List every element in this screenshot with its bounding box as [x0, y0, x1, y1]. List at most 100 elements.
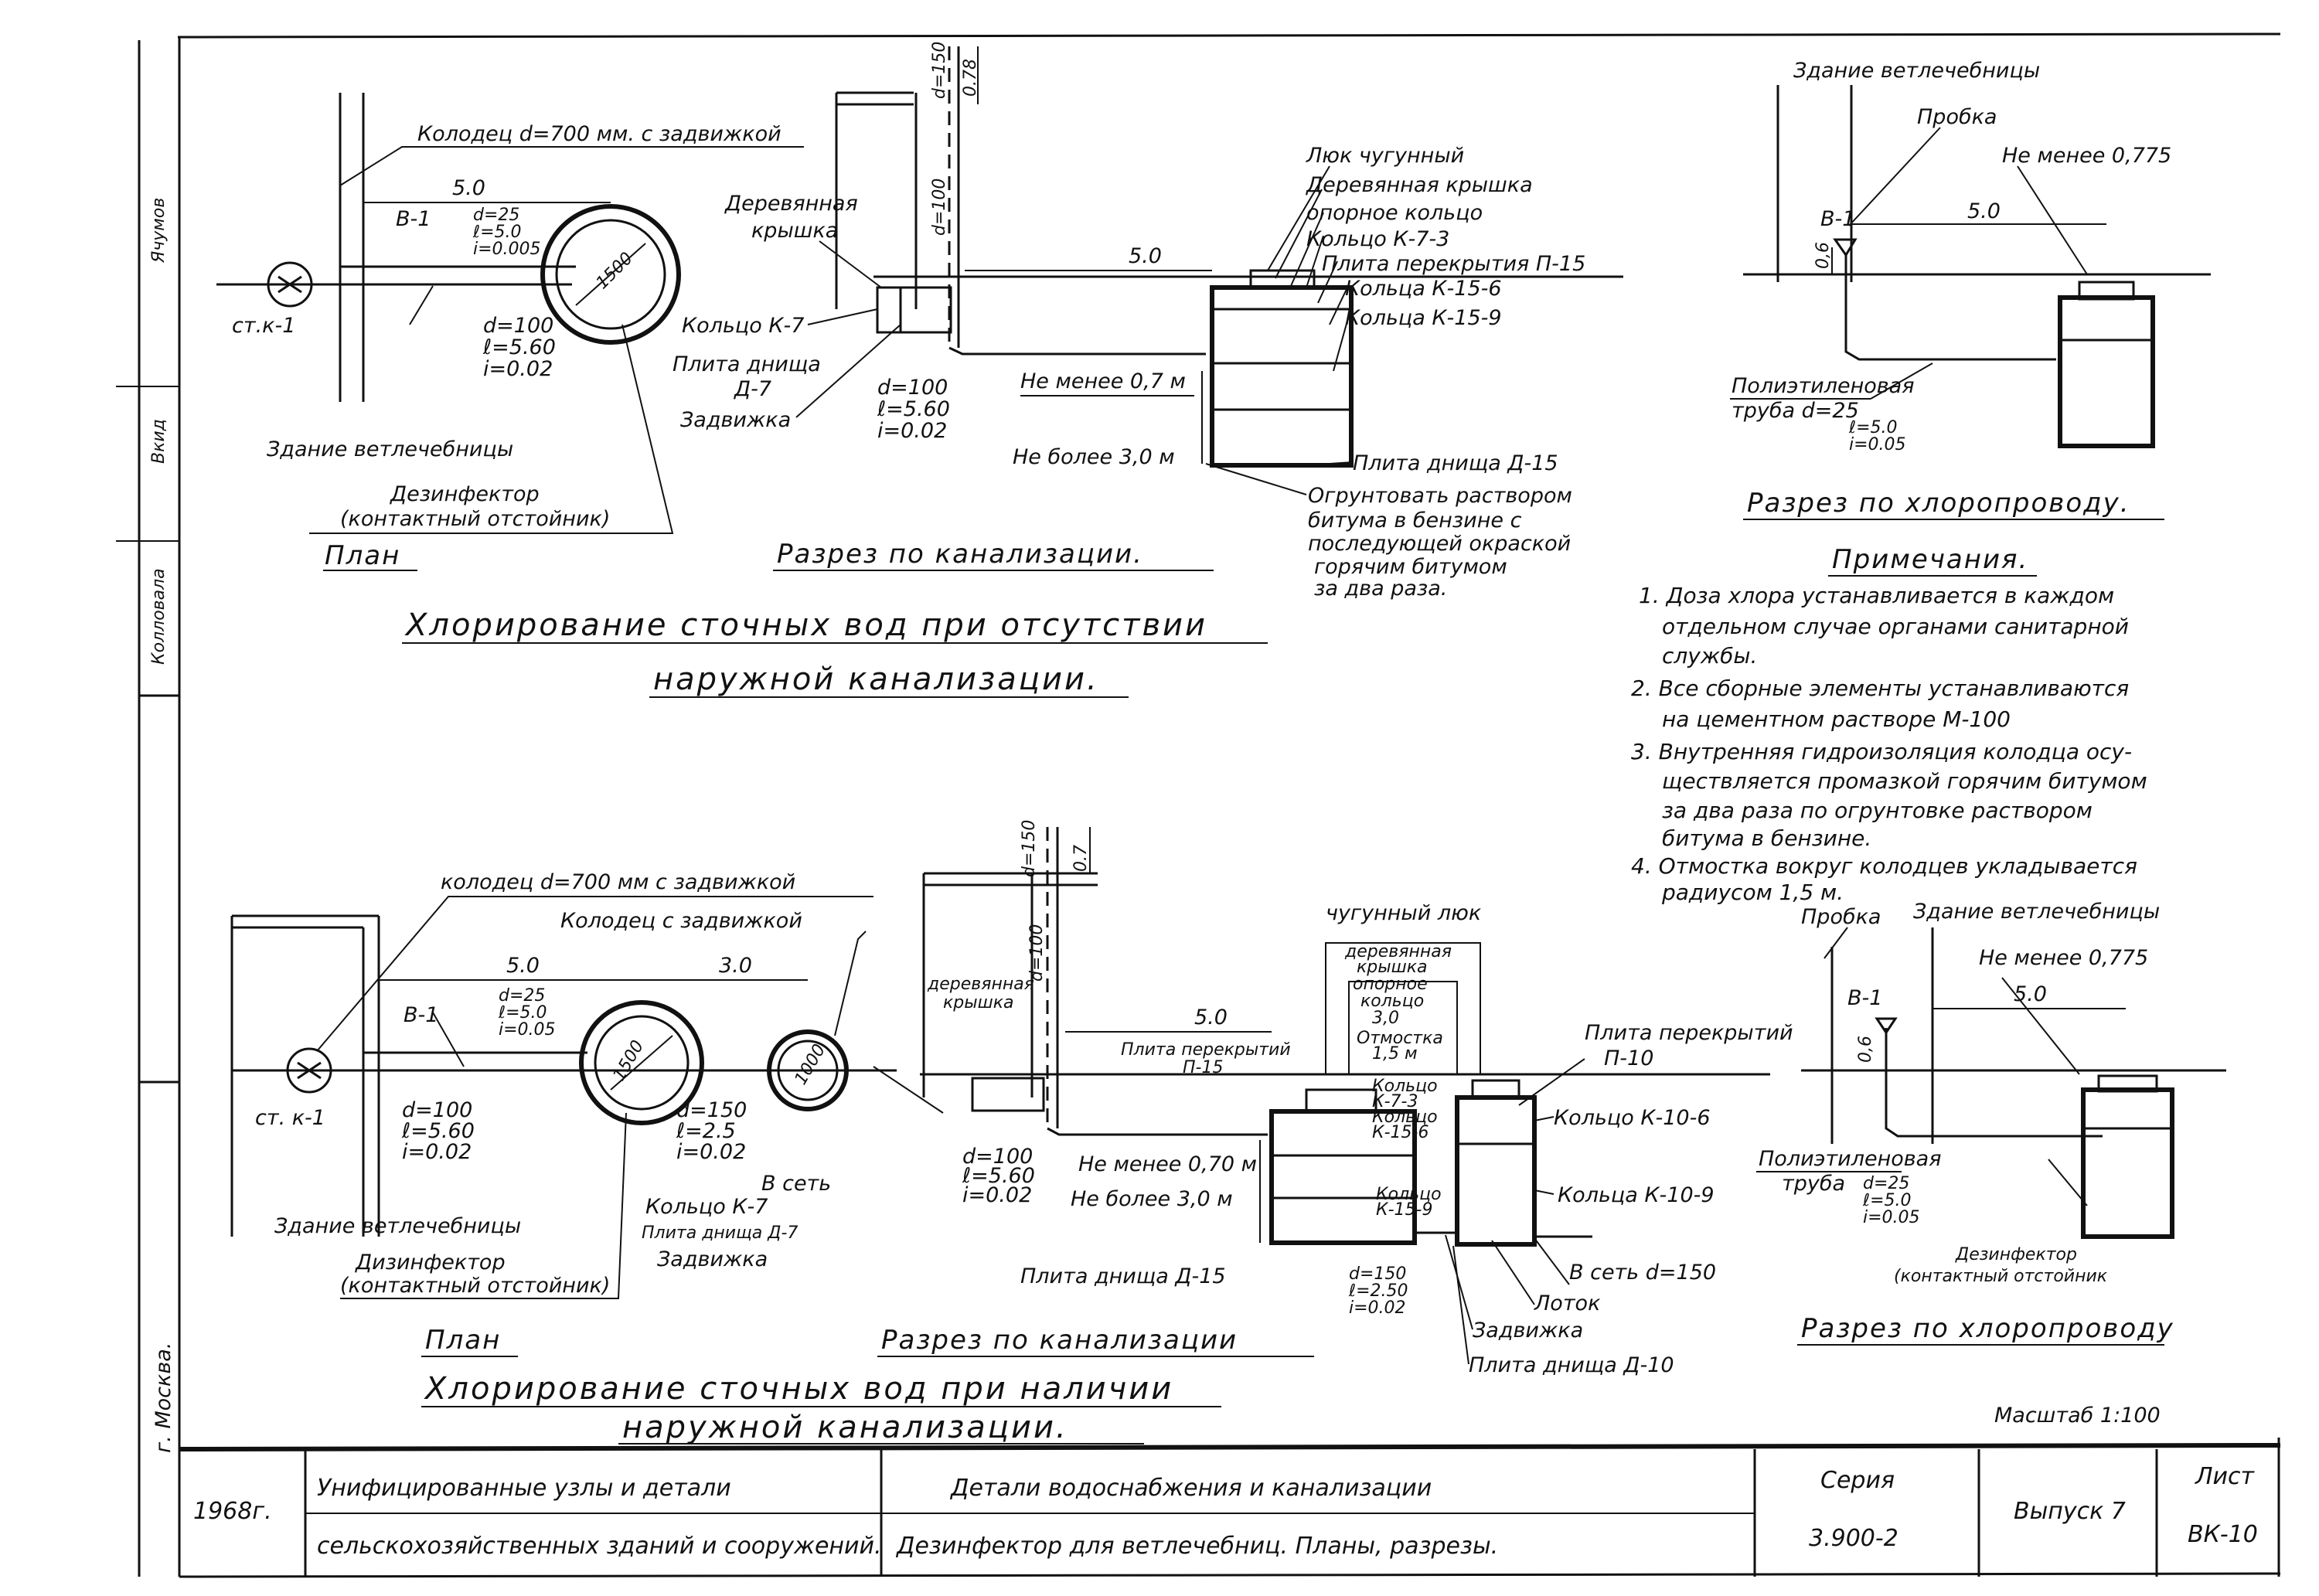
top-section-top-h: 0.78: [961, 59, 980, 97]
bottom-plan-pipe-main: d=100: [402, 1098, 472, 1122]
top-section-callout: Плита перекрытия П-15: [1322, 252, 1585, 276]
side-cell: Колловала: [149, 568, 169, 665]
bottom-chlor-plug: Пробка: [1801, 905, 1881, 929]
title-block: 1968г. Унифицированные узлы и детали сел…: [193, 1463, 2258, 1560]
bottom-section-wood-cover: крышка: [943, 993, 1014, 1012]
bottom-plan-disinfector: (контактный отстойник): [340, 1274, 610, 1298]
bottom-section-mid: К-15-6: [1372, 1123, 1429, 1142]
stamp-year: 1968г.: [193, 1498, 272, 1525]
bottom-section-mid: Отмостка: [1357, 1029, 1443, 1048]
top-chlor-plug: Пробка: [1917, 105, 1997, 129]
bottom-chlor-dim-06: 0,6: [1856, 1036, 1875, 1063]
top-section-ring-k7: Кольцо К-7: [682, 314, 804, 338]
note-line: 3. Внутренняя гидроизоляция колодца осу-: [1631, 739, 2132, 764]
bottom-chlor-pipe-spec: ℓ=5.0: [1862, 1191, 1912, 1210]
bottom-section-dim-5: 5.0: [1194, 1006, 1228, 1029]
bottom-section-mid: 1,5 м: [1372, 1044, 1418, 1063]
bottom-plan-valve: Задвижка: [657, 1247, 768, 1271]
sheet-frame: [116, 32, 2281, 1578]
bottom-section-pipe: i=0.02: [962, 1183, 1032, 1207]
bottom-plan-well2-label: Колодец с задвижкой: [560, 909, 802, 933]
bottom-section-top-d: d=150: [1020, 820, 1039, 877]
bottom-section-top-h: 0.7: [1071, 845, 1091, 872]
top-section-not-more: Не более 3,0 м: [1013, 445, 1175, 469]
bottom-plan-pipe-small: ℓ=5.0: [498, 1003, 547, 1023]
bottom-chlor-title: Разрез по хлоропроводу: [1801, 1313, 2174, 1344]
bottom-section-mid: Кольцо: [1372, 1077, 1438, 1096]
top-section-callout: Кольца К-15-6: [1345, 277, 1502, 301]
top-plan-pipe-main: i=0.02: [483, 357, 553, 381]
top-plan-well-label: Колодец d=700 мм. с задвижкой: [417, 122, 782, 146]
top-section-wood-cover: крышка: [751, 219, 838, 243]
top-plan-pipe-main: d=100: [483, 314, 553, 338]
bottom-section-mid: деревянная: [1344, 942, 1452, 961]
note-line: отдельном случае органами санитарной: [1662, 614, 2129, 639]
top-plan-b1: В-1: [396, 207, 431, 231]
note-line: на цементном растворе М-100: [1662, 706, 2011, 732]
bottom-plan-disinfector: Дизинфектор: [355, 1251, 506, 1274]
bottom-chlor-dim-5: 5.0: [2014, 982, 2047, 1006]
bottom-plan-pipe-out: i=0.02: [676, 1140, 746, 1164]
notes-heading: Примечания.: [1832, 544, 2028, 575]
stamp-series-title: сельскохозяйственных зданий и сооружений…: [317, 1533, 882, 1560]
bottom-section-ring109: Кольца К-10-9: [1558, 1183, 1715, 1207]
bottom-chlor-pipe-spec: d=25: [1863, 1174, 1909, 1193]
top-plan-pipe-main: ℓ=5.60: [482, 335, 556, 359]
top-chlor-dim-5: 5.0: [1967, 199, 2001, 223]
top-chlor-b1: В-1: [1820, 207, 1855, 231]
top-caption: Хлорирование сточных вод при отсутствии …: [402, 607, 1268, 698]
note-line: 4. Отмостка вокруг колодцев укладывается: [1631, 853, 2137, 879]
scale-label: Масштаб 1:100: [1994, 1404, 2161, 1428]
top-plan: 1500 5.0 Колодец d=700 мм. с задвижкой В…: [216, 93, 804, 571]
note-line: радиусом 1,5 м.: [1661, 880, 1844, 905]
stamp-series-label: Серия: [1820, 1467, 1895, 1494]
stamp-sheet-title: Дезинфектор для ветлечебниц. Планы, разр…: [895, 1533, 1498, 1560]
bottom-plan-pipe-main: i=0.02: [402, 1140, 472, 1164]
top-section-prime: последующей окраской: [1308, 532, 1571, 556]
top-section-valve: Задвижка: [680, 408, 791, 432]
stamp-list-label: Лист: [2195, 1463, 2256, 1490]
bottom-plan-circle2: 1000: [792, 1041, 830, 1088]
top-chlor-pipe-spec: ℓ=5.0: [1848, 418, 1898, 437]
bottom-section-not-more: Не более 3,0 м: [1071, 1187, 1233, 1211]
bottom-plan-stk: ст. к-1: [255, 1106, 325, 1130]
top-section-vert-d: d=100: [930, 179, 949, 236]
bottom-chlor-disinfector: Дезинфектор: [1955, 1245, 2077, 1264]
bottom-section-not-less: Не менее 0,70 м: [1078, 1152, 1257, 1176]
stamp-issue: Выпуск 7: [2014, 1498, 2126, 1525]
bottom-section: d=150 0.7 d=100 деревянная крышка 5.0 Пл…: [873, 820, 1793, 1377]
bottom-section-wood-cover: деревянная: [927, 975, 1034, 994]
side-cell: Ячумов: [149, 198, 169, 264]
top-section-callout: опорное кольцо: [1306, 201, 1483, 225]
bottom-section-tray: Лоток: [1534, 1291, 1601, 1315]
top-section-bottom-plate: Д-7: [734, 377, 771, 401]
bottom-plan-building: Здание ветлечебницы: [274, 1214, 521, 1238]
bottom-plan-pipe-small: d=25: [499, 986, 545, 1006]
top-chlor-dim-06: 0,6: [1813, 242, 1833, 269]
note-line: службы.: [1662, 643, 1757, 669]
top-plan-building: Здание ветлечебницы: [267, 437, 513, 461]
stamp-series-no: 3.900-2: [1809, 1525, 1898, 1552]
bottom-section-mid: К-15-9: [1376, 1200, 1433, 1220]
note-line: ществляется промазкой горячим битумом: [1662, 768, 2147, 794]
top-caption-line: наружной канализации.: [653, 662, 1099, 697]
bottom-section-bottom10: Плита днища Д-10: [1469, 1353, 1674, 1377]
top-chlor-pipe-spec: i=0.05: [1849, 435, 1906, 454]
top-section: d=150 0.78 d=100 Деревянная крышка Кольц…: [673, 42, 1623, 601]
top-section-wood-cover: Деревянная: [724, 192, 858, 216]
note-line: 2. Все сборные элементы устанавливаются: [1631, 675, 2129, 701]
bottom-section-mid: Кольцо: [1372, 1108, 1438, 1127]
bottom-plan-ring-k7: Кольцо К-7: [645, 1195, 768, 1219]
top-chlor-building: Здание ветлечебницы: [1793, 59, 2040, 83]
bottom-section-mid: опорное: [1353, 975, 1428, 994]
bottom-caption-line: Хлорирование сточных вод при наличии: [424, 1371, 1173, 1407]
bottom-plan-b1: В-1: [404, 1003, 438, 1027]
top-section-callout: Кольца К-15-9: [1345, 306, 1502, 330]
bottom-plan-pipe-small: i=0.05: [499, 1020, 556, 1040]
bottom-section-slab15: П-15: [1183, 1058, 1223, 1077]
bottom-plan-dim-5: 5.0: [506, 954, 540, 978]
bottom-chlor-pipe-label: Полиэтиленовая: [1759, 1147, 1941, 1171]
top-chlor-section: Здание ветлечебницы Пробка Не менее 0,77…: [1730, 59, 2211, 520]
top-chlor-title: Разрез по хлоропроводу.: [1747, 488, 2130, 519]
bottom-plan-to-net: В сеть: [761, 1172, 831, 1196]
